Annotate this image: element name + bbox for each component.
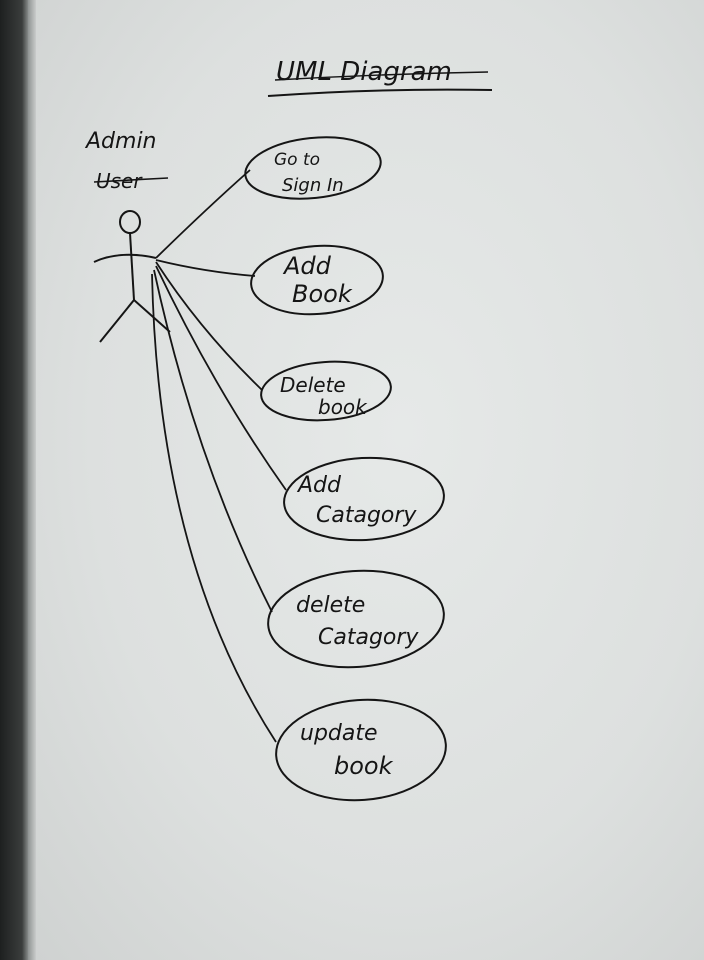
usecase-ellipse-delete-book xyxy=(260,360,392,422)
usecase-ellipse-add-category xyxy=(283,456,445,542)
usecase-add-book-line2: Book xyxy=(292,280,353,308)
page-edge xyxy=(28,0,36,960)
usecase-add-category-line1: Add xyxy=(296,473,342,498)
usecase-delete-book-line2: book xyxy=(318,395,368,419)
association-signin xyxy=(155,169,251,259)
association-add-book xyxy=(155,259,256,277)
usecase-delete-book-line1: Delete xyxy=(280,373,346,397)
association-delete-book xyxy=(155,261,263,391)
usecase-ellipse-update-book xyxy=(275,698,447,802)
usecase-ellipse-add-book xyxy=(250,244,384,316)
actor-label-strike xyxy=(93,177,169,183)
actor-stick-figure xyxy=(93,210,171,343)
usecase-update-book-line2: book xyxy=(334,752,394,780)
usecase-signin-line1: Go to xyxy=(274,150,320,170)
usecase-delete-category-line1: delete xyxy=(296,593,365,618)
usecase-add-category-line2: Catagory xyxy=(316,503,417,528)
title-underline xyxy=(267,88,493,97)
usecase-delete-category-line2: Catagory xyxy=(318,625,419,650)
association-add-category xyxy=(155,265,287,491)
usecase-ellipse-delete-category xyxy=(267,569,445,669)
association-delete-category xyxy=(153,269,273,613)
diagram-title: UML Diagram xyxy=(276,57,452,87)
title-underline-inner xyxy=(274,71,489,81)
actor-label: Admin xyxy=(84,129,157,154)
usecase-update-book-line1: update xyxy=(300,721,378,746)
usecase-add-book-line1: Add xyxy=(282,252,332,280)
association-update-book xyxy=(151,273,277,743)
usecase-signin-line2: Sign In xyxy=(282,175,344,196)
association-lines xyxy=(151,169,287,743)
usecase-ellipse-signin xyxy=(244,136,382,200)
